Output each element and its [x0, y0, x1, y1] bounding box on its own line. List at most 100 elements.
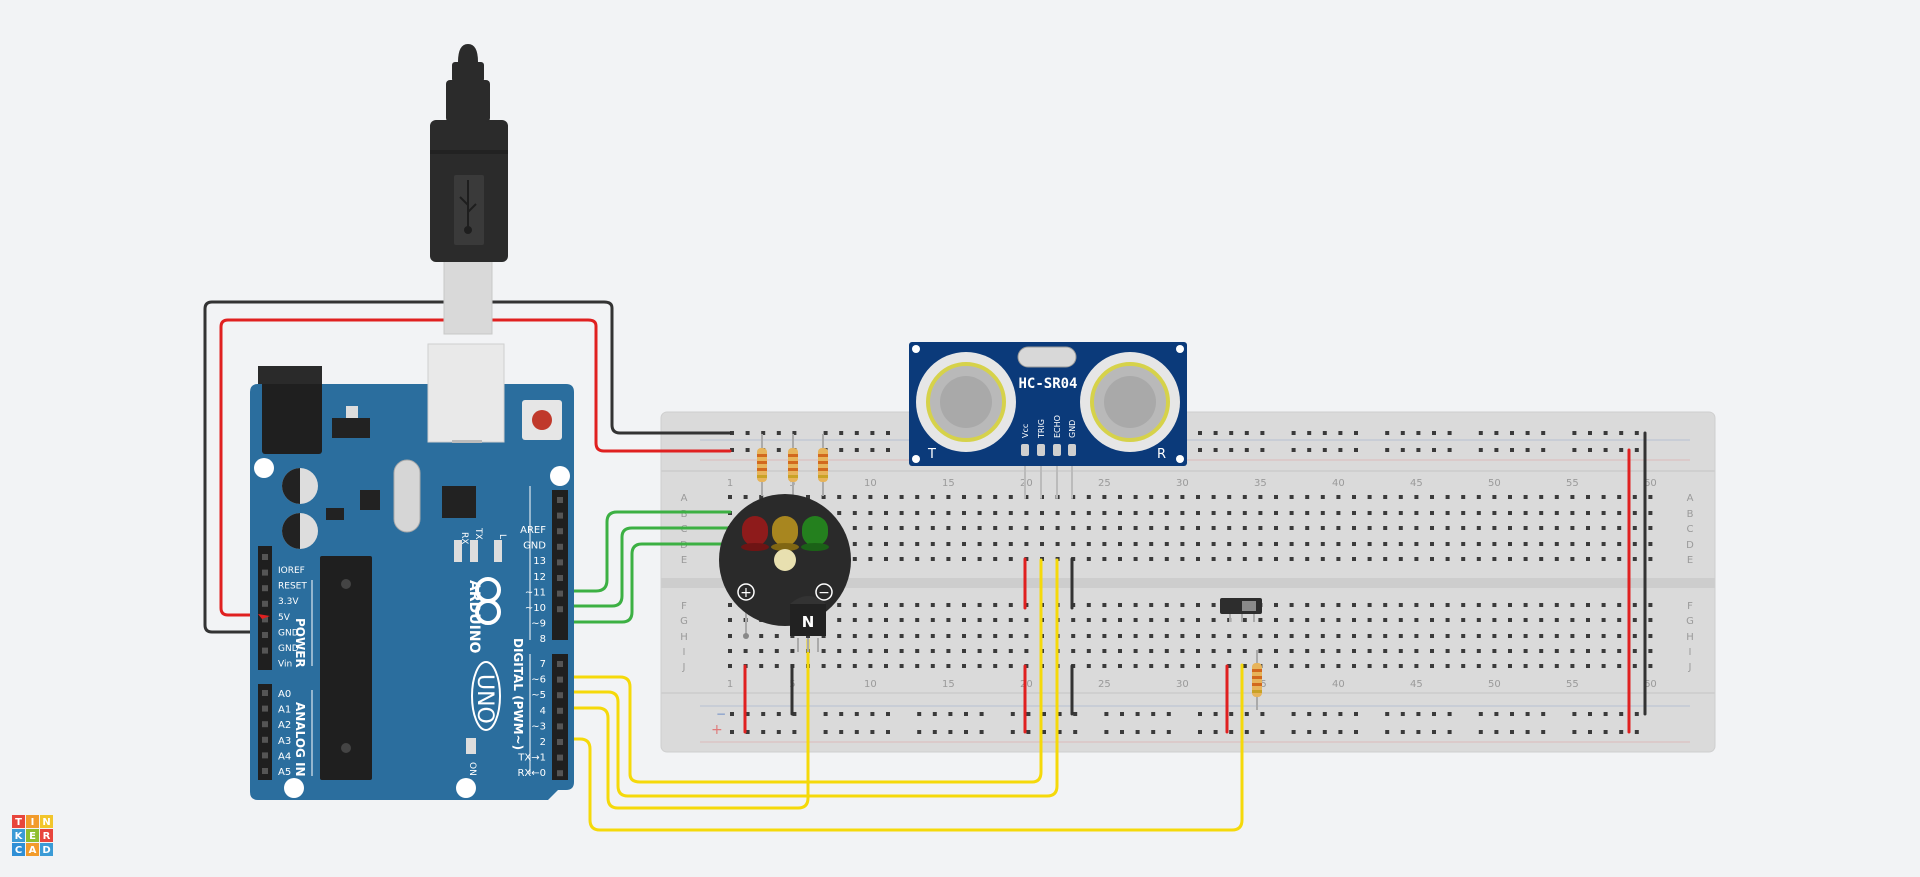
rail-hole[interactable] — [1260, 431, 1265, 435]
breadboard-hole[interactable] — [1445, 649, 1450, 653]
breadboard-hole[interactable] — [1632, 634, 1637, 638]
breadboard-hole[interactable] — [868, 542, 873, 546]
breadboard-hole[interactable] — [962, 618, 966, 622]
breadboard-hole[interactable] — [1601, 618, 1606, 622]
breadboard-hole[interactable] — [1476, 495, 1481, 499]
breadboard-hole[interactable] — [728, 649, 732, 653]
rail-hole[interactable] — [1541, 712, 1546, 716]
breadboard-hole[interactable] — [1149, 526, 1154, 530]
breadboard-hole[interactable] — [1352, 557, 1356, 561]
rail-hole[interactable] — [1338, 448, 1343, 452]
breadboard-hole[interactable] — [1414, 603, 1419, 607]
rail-hole[interactable] — [1510, 730, 1514, 734]
rail-hole[interactable] — [1322, 431, 1327, 435]
breadboard-hole[interactable] — [1211, 526, 1216, 530]
breadboard-hole[interactable] — [1383, 542, 1388, 546]
breadboard-hole[interactable] — [759, 649, 764, 653]
breadboard-hole[interactable] — [1149, 603, 1154, 607]
rail-hole[interactable] — [1619, 712, 1624, 716]
breadboard-hole[interactable] — [1055, 511, 1060, 515]
breadboard-hole[interactable] — [1336, 526, 1341, 530]
breadboard-hole[interactable] — [884, 542, 888, 546]
rail-hole[interactable] — [1541, 448, 1546, 452]
breadboard-hole[interactable] — [1523, 542, 1528, 546]
reset-button[interactable] — [532, 410, 552, 430]
rail-hole[interactable] — [730, 730, 734, 734]
wire-yellow-5-echo[interactable] — [556, 558, 1059, 798]
breadboard-hole[interactable] — [1211, 511, 1216, 515]
breadboard-hole[interactable] — [1554, 634, 1559, 638]
breadboard-hole[interactable] — [1601, 634, 1606, 638]
breadboard-hole[interactable] — [1570, 603, 1575, 607]
sensor-pin[interactable] — [1021, 444, 1029, 456]
rail-hole[interactable] — [1244, 712, 1249, 716]
breadboard-hole[interactable] — [1492, 603, 1497, 607]
breadboard-hole[interactable] — [1211, 603, 1216, 607]
breadboard-hole[interactable] — [1445, 495, 1450, 499]
breadboard-hole[interactable] — [1274, 495, 1278, 499]
breadboard-hole[interactable] — [1180, 664, 1185, 668]
breadboard-hole[interactable] — [1398, 557, 1403, 561]
rail-hole[interactable] — [1322, 712, 1327, 716]
rail-hole[interactable] — [823, 730, 828, 734]
breadboard-hole[interactable] — [1118, 495, 1122, 499]
breadboard-hole[interactable] — [1227, 511, 1232, 515]
breadboard-hole[interactable] — [743, 495, 748, 499]
breadboard-hole[interactable] — [1196, 557, 1200, 561]
breadboard-hole[interactable] — [1617, 495, 1622, 499]
rail-hole[interactable] — [1416, 712, 1421, 716]
breadboard-hole[interactable] — [790, 649, 795, 653]
rail-hole[interactable] — [823, 712, 828, 716]
rail-hole[interactable] — [1525, 712, 1530, 716]
breadboard-hole[interactable] — [1133, 542, 1138, 546]
rail-hole[interactable] — [839, 730, 844, 734]
breadboard-hole[interactable] — [1289, 603, 1294, 607]
breadboard-hole[interactable] — [1586, 634, 1590, 638]
breadboard-hole[interactable] — [1258, 557, 1263, 561]
breadboard-hole[interactable] — [1461, 634, 1466, 638]
rail-hole[interactable] — [1073, 730, 1078, 734]
breadboard-hole[interactable] — [915, 649, 920, 653]
breadboard-hole[interactable] — [1102, 557, 1107, 561]
rail-hole[interactable] — [1151, 730, 1156, 734]
breadboard-hole[interactable] — [1554, 557, 1559, 561]
breadboard-hole[interactable] — [1289, 634, 1294, 638]
breadboard-hole[interactable] — [915, 557, 920, 561]
breadboard-hole[interactable] — [1149, 618, 1154, 622]
breadboard-hole[interactable] — [1648, 603, 1653, 607]
rail-hole[interactable] — [1307, 730, 1312, 734]
rail-hole[interactable] — [932, 712, 937, 716]
breadboard-hole[interactable] — [884, 634, 888, 638]
rail-hole[interactable] — [1120, 730, 1124, 734]
breadboard-hole[interactable] — [1086, 542, 1091, 546]
breadboard-hole[interactable] — [915, 495, 920, 499]
breadboard-hole[interactable] — [884, 526, 888, 530]
rail-hole[interactable] — [730, 712, 734, 716]
breadboard-hole[interactable] — [1211, 495, 1216, 499]
breadboard-hole[interactable] — [1118, 557, 1122, 561]
breadboard-hole[interactable] — [1086, 634, 1091, 638]
breadboard-hole[interactable] — [1492, 495, 1497, 499]
rail-hole[interactable] — [886, 712, 890, 716]
breadboard-hole[interactable] — [1149, 542, 1154, 546]
green-led[interactable] — [801, 516, 829, 551]
rail-hole[interactable] — [1416, 448, 1421, 452]
breadboard-hole[interactable] — [1586, 649, 1590, 653]
breadboard-hole[interactable] — [806, 495, 810, 499]
breadboard-hole[interactable] — [1274, 634, 1278, 638]
breadboard-hole[interactable] — [1289, 618, 1294, 622]
breadboard-hole[interactable] — [1196, 511, 1200, 515]
breadboard-hole[interactable] — [1398, 634, 1403, 638]
rail-hole[interactable] — [1447, 431, 1452, 435]
breadboard-hole[interactable] — [899, 557, 904, 561]
breadboard-hole[interactable] — [1554, 649, 1559, 653]
breadboard-hole[interactable] — [1164, 618, 1169, 622]
breadboard-hole[interactable] — [930, 649, 935, 653]
breadboard-hole[interactable] — [1554, 495, 1559, 499]
breadboard-hole[interactable] — [728, 495, 732, 499]
breadboard-hole[interactable] — [1102, 495, 1107, 499]
rail-hole[interactable] — [870, 712, 875, 716]
breadboard-hole[interactable] — [1164, 542, 1169, 546]
rail-hole[interactable] — [1619, 431, 1624, 435]
